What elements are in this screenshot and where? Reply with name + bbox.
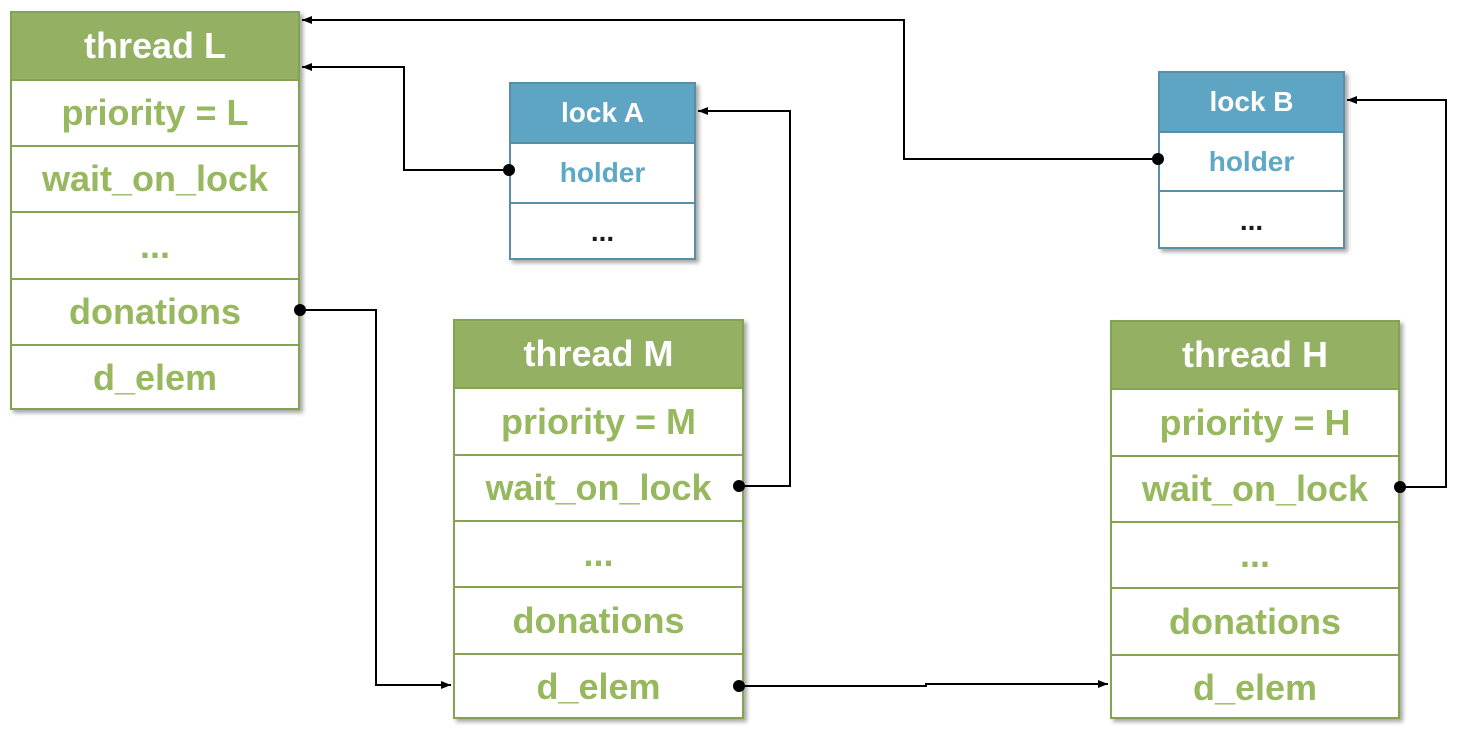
thread-l-d-elem: d_elem	[12, 344, 298, 410]
thread-h-box: thread H priority = H wait_on_lock ... d…	[1110, 320, 1400, 719]
thread-m-title: thread M	[455, 321, 742, 387]
thread-m-d-elem-to-thread-h-arrow	[739, 680, 1108, 688]
lock-a-holder: holder	[511, 142, 694, 202]
thread-l-priority: priority = L	[12, 79, 298, 145]
thread-m-d-elem: d_elem	[455, 653, 742, 719]
thread-m-priority: priority = M	[455, 387, 742, 454]
thread-h-ellipsis: ...	[1112, 521, 1398, 587]
lock-a-ellipsis: ...	[511, 202, 694, 260]
lock-a-holder-to-thread-l-arrow	[302, 63, 509, 171]
thread-m-ellipsis: ...	[455, 520, 742, 586]
thread-h-priority: priority = H	[1112, 388, 1398, 455]
lock-b-title: lock B	[1160, 73, 1343, 131]
thread-h-donations: donations	[1112, 587, 1398, 654]
lock-a-box: lock A holder ...	[509, 82, 696, 260]
thread-l-wait-on-lock: wait_on_lock	[12, 145, 298, 211]
thread-l-box: thread L priority = L wait_on_lock ... d…	[10, 11, 300, 410]
thread-m-box: thread M priority = M wait_on_lock ... d…	[453, 319, 744, 719]
thread-l-donations-to-thread-m-arrow	[300, 309, 451, 689]
lock-a-title: lock A	[511, 84, 694, 142]
lock-b-holder: holder	[1160, 131, 1343, 190]
thread-l-donations: donations	[12, 278, 298, 344]
lock-b-box: lock B holder ...	[1158, 71, 1345, 249]
thread-l-ellipsis: ...	[12, 211, 298, 278]
lock-b-ellipsis: ...	[1160, 190, 1343, 249]
thread-m-wait-on-lock: wait_on_lock	[455, 454, 742, 520]
thread-h-title: thread H	[1112, 322, 1398, 388]
thread-l-title: thread L	[12, 13, 298, 79]
thread-m-donations: donations	[455, 586, 742, 653]
thread-h-d-elem: d_elem	[1112, 654, 1398, 719]
lock-b-holder-to-thread-l-arrow	[302, 16, 1158, 160]
thread-h-wait-on-lock: wait_on_lock	[1112, 455, 1398, 521]
